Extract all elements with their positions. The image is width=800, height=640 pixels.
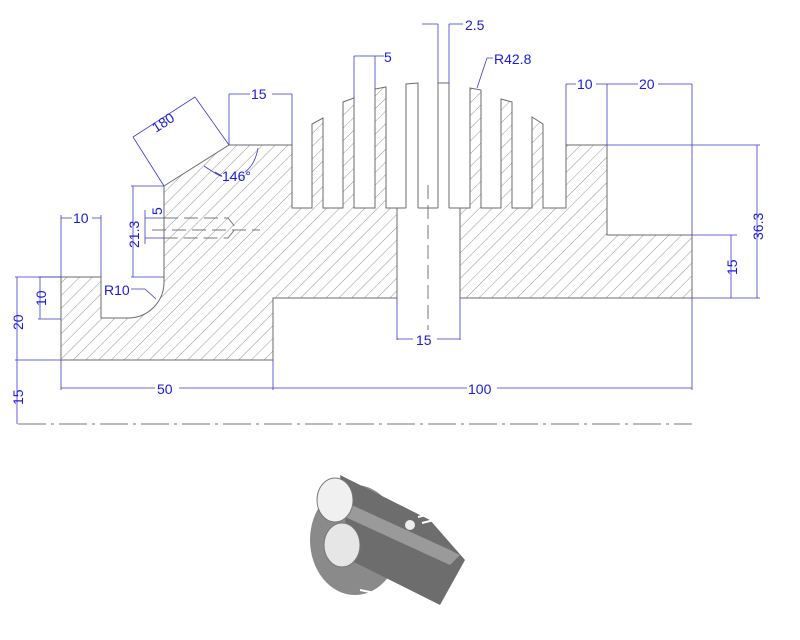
dim-right-length: 100 [468, 381, 492, 397]
dim-fin-width: 5 [384, 49, 392, 65]
dim-chamfer-length: 180 [149, 109, 177, 135]
dim-right-recess: 20 [639, 76, 655, 92]
dim-hole-dia: 5 [149, 207, 165, 215]
dimensions: 2.5 R42.8 5 15 10 20 180 146° 10 21.3 5 [10, 17, 766, 424]
dim-bore-width: 15 [416, 332, 432, 348]
dim-chamfer-angle: 146° [222, 168, 251, 184]
dim-fin-radius: R42.8 [494, 51, 532, 67]
dim-left-step: 15 [251, 86, 267, 102]
dim-fillet-radius: R10 [104, 282, 130, 298]
dim-right-step: 10 [577, 76, 593, 92]
dim-base-height: 20 [10, 314, 26, 330]
dim-lug-width: 10 [73, 210, 89, 226]
dim-right-step-height: 15 [724, 259, 740, 275]
dim-lug-height: 10 [33, 290, 49, 306]
isometric-render [310, 475, 465, 619]
dim-left-length: 50 [157, 381, 173, 397]
dim-left-height: 21.3 [126, 221, 142, 248]
dim-fin-gap: 2.5 [465, 17, 485, 33]
hidden-hole [152, 217, 260, 239]
dim-axis-offset: 15 [10, 389, 26, 405]
section-body [60, 82, 693, 361]
dim-right-total-height: 36.3 [750, 213, 766, 240]
